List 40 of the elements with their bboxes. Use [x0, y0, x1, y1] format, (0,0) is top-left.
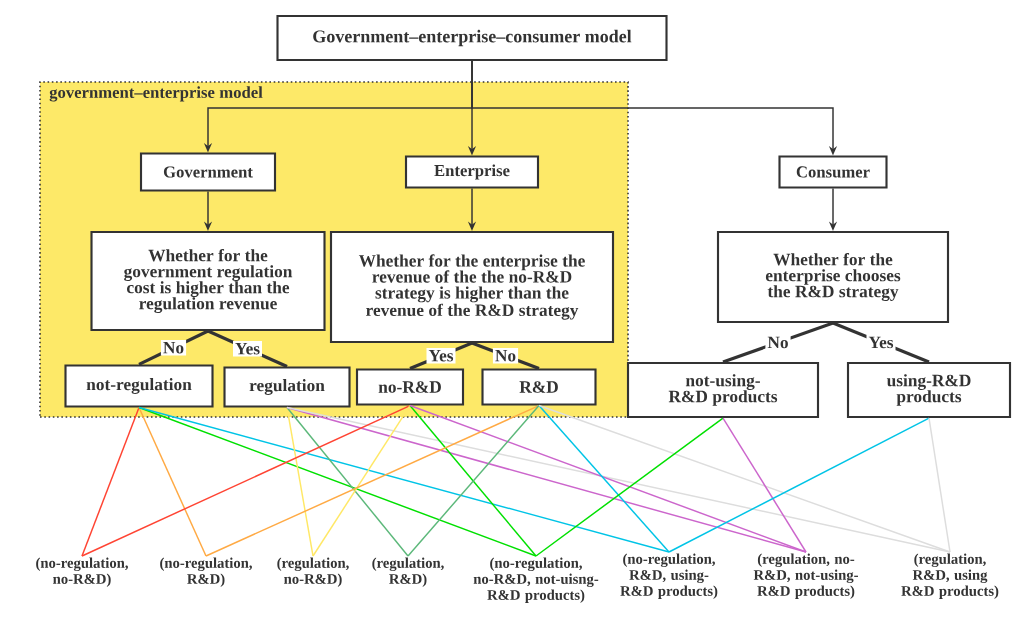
strategy-box: regulation — [223, 366, 351, 408]
connector-line — [286, 406, 409, 557]
actor-box: Government — [139, 152, 277, 192]
outcome-text: (regulation, R&D, using R&D products) — [901, 553, 999, 599]
connector-line — [535, 417, 724, 557]
connector-line — [722, 417, 807, 553]
connector-line — [286, 406, 314, 557]
outcome-text: (regulation, no-R&D) — [277, 557, 349, 587]
outcome-text: (regulation, no-R&D, not-using-R&D products) — [753, 553, 858, 599]
connector-line — [138, 406, 537, 557]
edge-label: Yes — [866, 334, 896, 351]
decision-box: Whether for the enterprise chooses the R&D strategy — [716, 230, 950, 324]
outcome-text: (no-regulation, no-R&D, not-uisng-R&D products) — [473, 557, 599, 603]
actor-box: Consumer — [778, 155, 888, 189]
outcome-text: (no-regulation, R&D, using-R&D products) — [620, 553, 718, 599]
connector-line — [138, 406, 207, 557]
connector-line — [538, 404, 670, 553]
strategy-box: not-using-R&D products — [626, 361, 820, 419]
actor-box: Enterprise — [404, 155, 540, 189]
outcome-text: (no-regulation, no-R&D) — [36, 557, 128, 587]
decision-box: Whether for the enterprise the revenue of the the no-R&D strategy is higher than the revenue of the R&D strategy — [329, 230, 615, 344]
strategy-box: not-regulation — [64, 364, 214, 408]
strategy-box: R&D — [481, 368, 597, 406]
connector-line — [81, 406, 140, 557]
connector-line — [312, 404, 411, 557]
strategy-box: using-R&D products — [846, 361, 1012, 419]
connector-line — [138, 406, 670, 553]
decision-box: Whether for the government regulation cost is higher than the regulation revenue — [90, 230, 326, 332]
connector-line — [205, 404, 540, 557]
connector-line — [81, 404, 411, 557]
outcome-text: (no-regulation, R&D) — [160, 557, 252, 587]
edge-label: No — [765, 334, 791, 351]
outcome-text: (regulation, R&D) — [372, 557, 444, 587]
connector-line — [668, 417, 930, 553]
connector-line — [409, 404, 807, 553]
title-box: Government–enterprise–consumer model — [276, 14, 668, 62]
connector-line — [538, 404, 951, 553]
connector-line — [928, 417, 951, 553]
strategy-box: no-R&D — [355, 368, 465, 406]
group-heading: government–enterprise model — [49, 86, 263, 102]
